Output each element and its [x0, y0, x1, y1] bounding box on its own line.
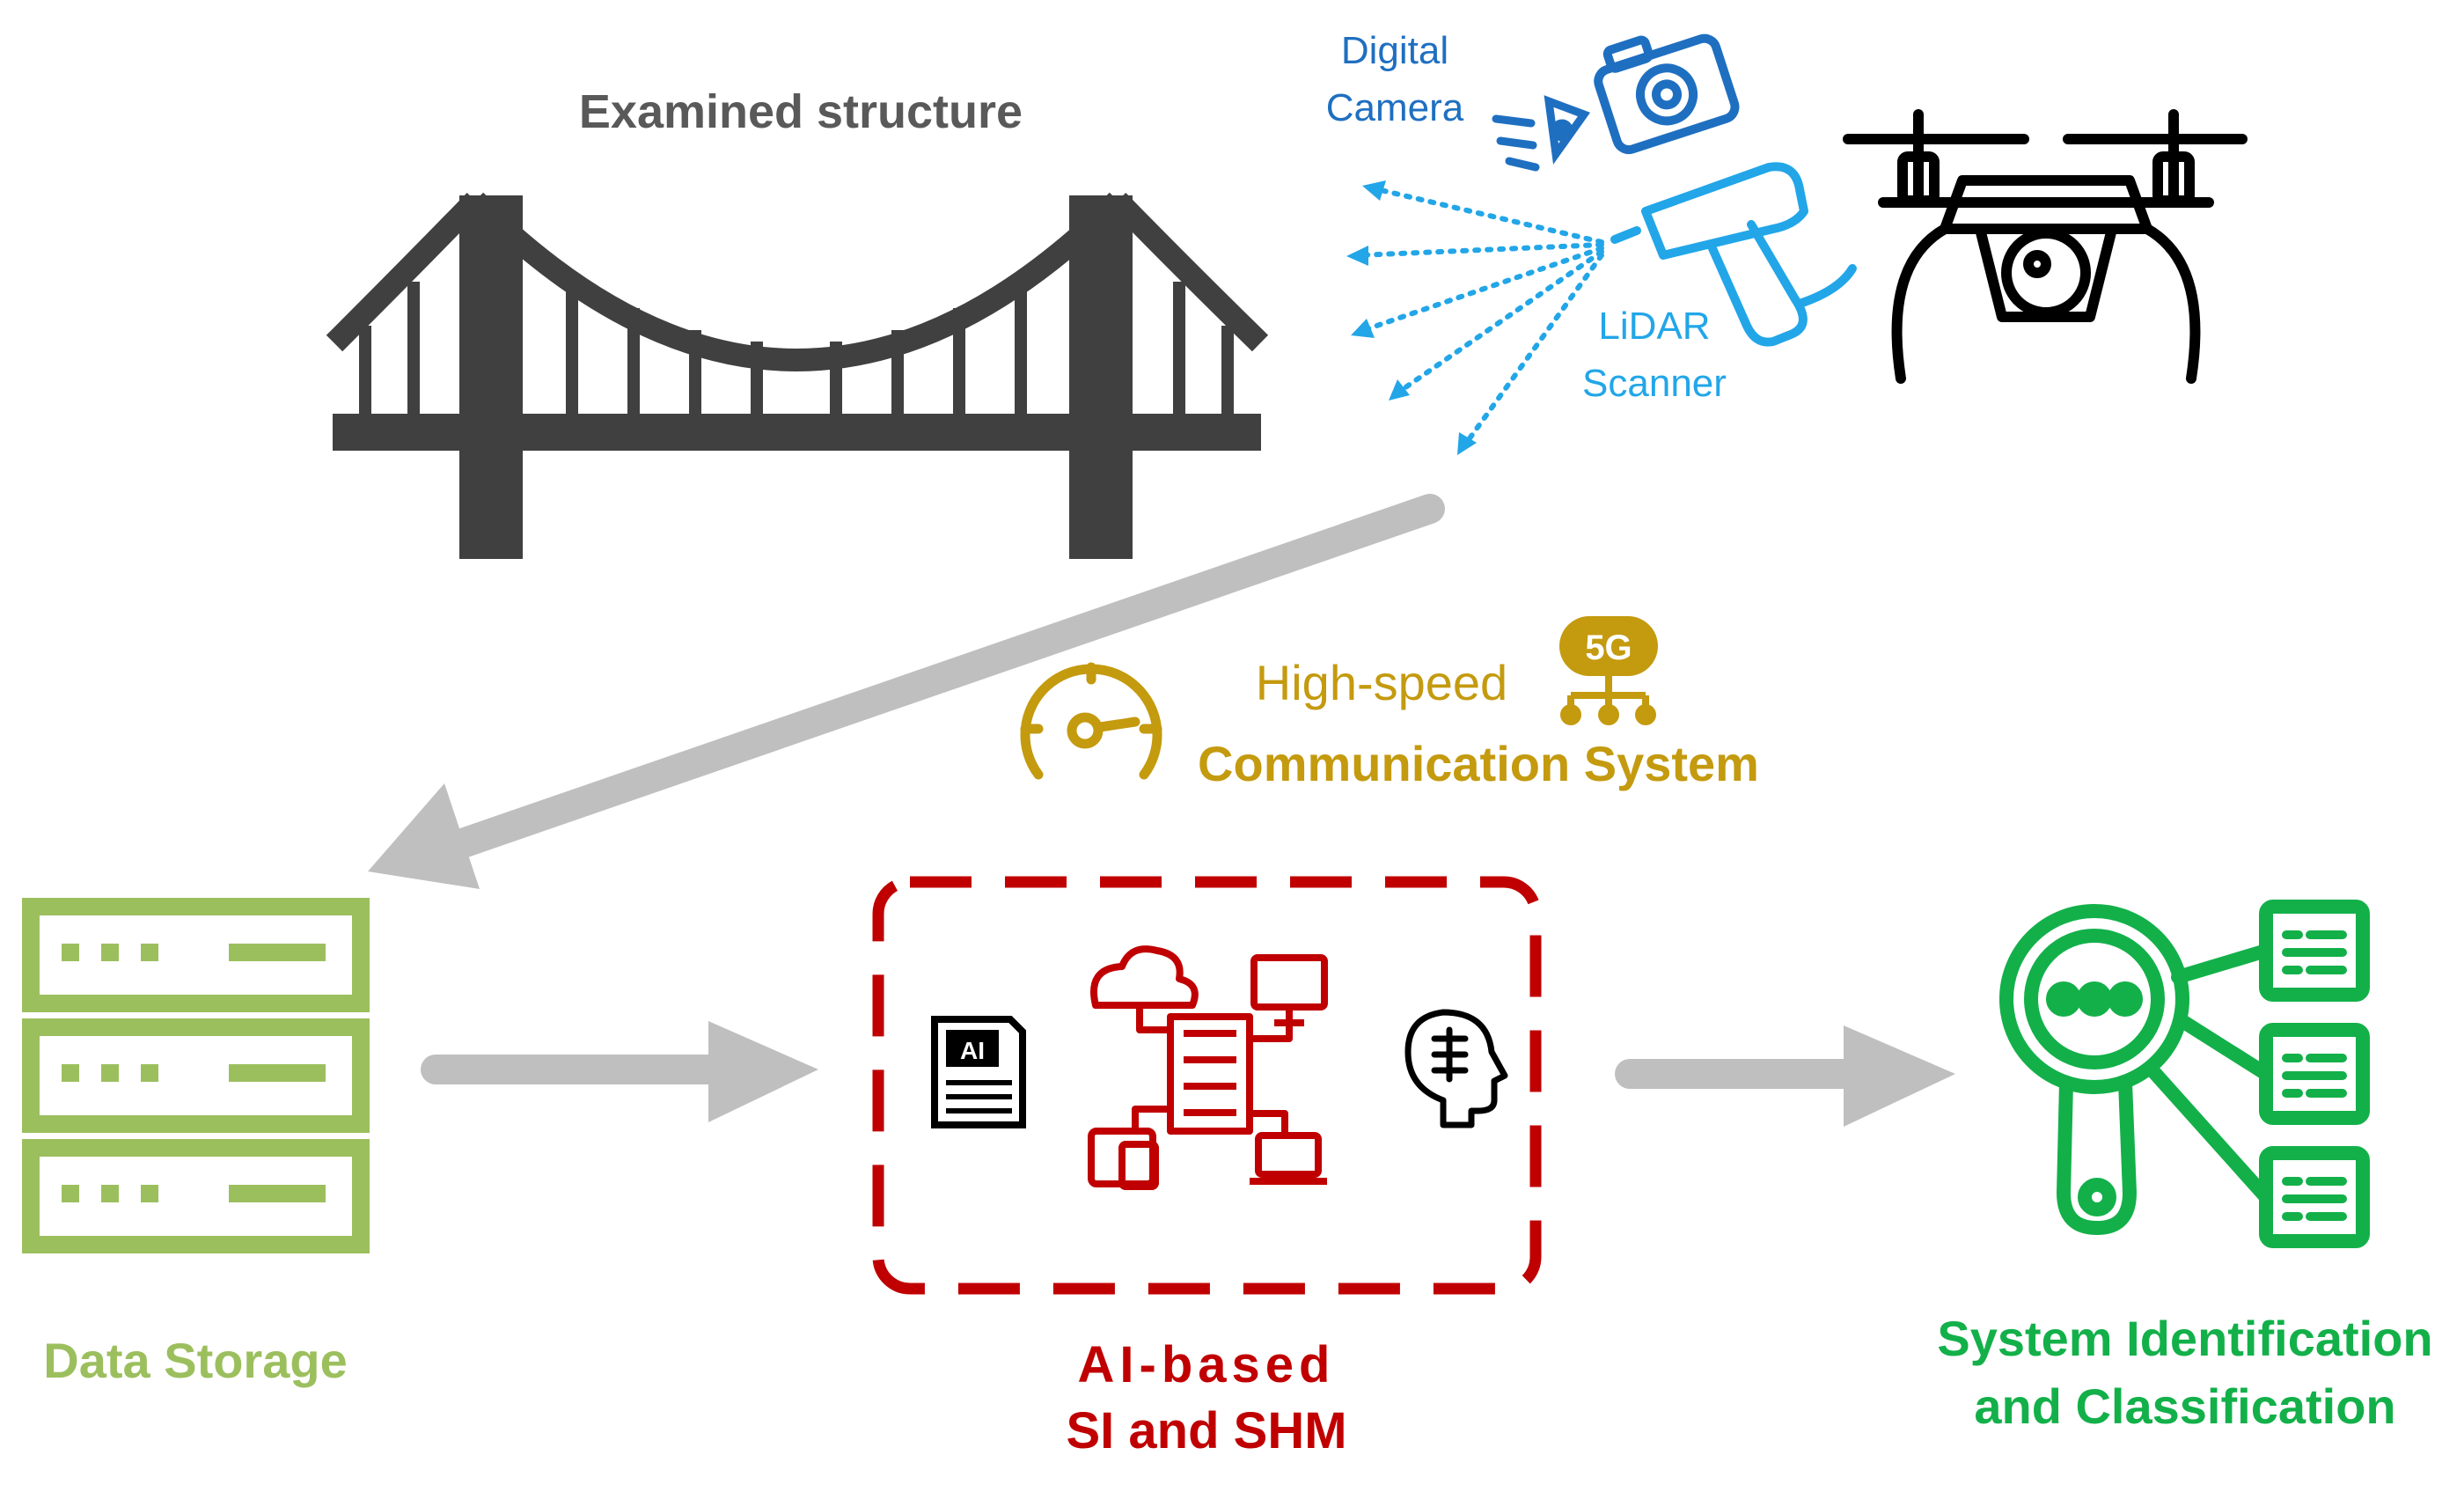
- ai-document-icon: AI: [931, 1016, 1026, 1128]
- 5g-badge-text: 5G: [1585, 628, 1632, 667]
- storage-to-ai-arrow: [421, 1021, 818, 1122]
- lidar-label-line1: LiDAR: [1598, 305, 1710, 348]
- cloud-network-icon: [1088, 945, 1328, 1190]
- speedometer-icon: [1020, 662, 1162, 780]
- camera-icon: [1594, 33, 1740, 155]
- communication-line1: High-speed: [1256, 655, 1507, 710]
- lidar-scanner-icon: [1610, 162, 1857, 347]
- ai-document-badge: AI: [960, 1037, 985, 1064]
- bridge-icon: [326, 192, 1269, 559]
- camera-eye-icon: [1492, 95, 1591, 172]
- result-label-line2: and Classification: [1974, 1378, 2395, 1434]
- ai-to-result-arrow: [1615, 1025, 1955, 1127]
- server-rack-icon: [22, 898, 370, 1253]
- camera-label-line1: Digital: [1341, 29, 1448, 72]
- ai-brain-head-icon: [1404, 1009, 1508, 1128]
- ai-box-label-line1: AI-based: [1078, 1336, 1336, 1393]
- ai-system-box: [872, 876, 1542, 1295]
- result-label-line1: System Identification: [1937, 1311, 2432, 1366]
- storage-label: Data Storage: [43, 1333, 347, 1388]
- drone-icon: [1843, 109, 2248, 384]
- data-transfer-arrow: [368, 494, 1445, 889]
- magnifier-analysis-icon: [1999, 900, 2370, 1248]
- scan-beams: [1346, 180, 1604, 455]
- camera-label-line2: Camera: [1326, 86, 1464, 129]
- 5g-network-icon: 5G: [1559, 616, 1658, 725]
- structure-title: Examined structure: [579, 85, 1023, 138]
- ai-box-label-line2: SI and SHM: [1066, 1402, 1346, 1459]
- communication-line2: Communication System: [1198, 736, 1759, 791]
- lidar-label-line2: Scanner: [1582, 362, 1727, 405]
